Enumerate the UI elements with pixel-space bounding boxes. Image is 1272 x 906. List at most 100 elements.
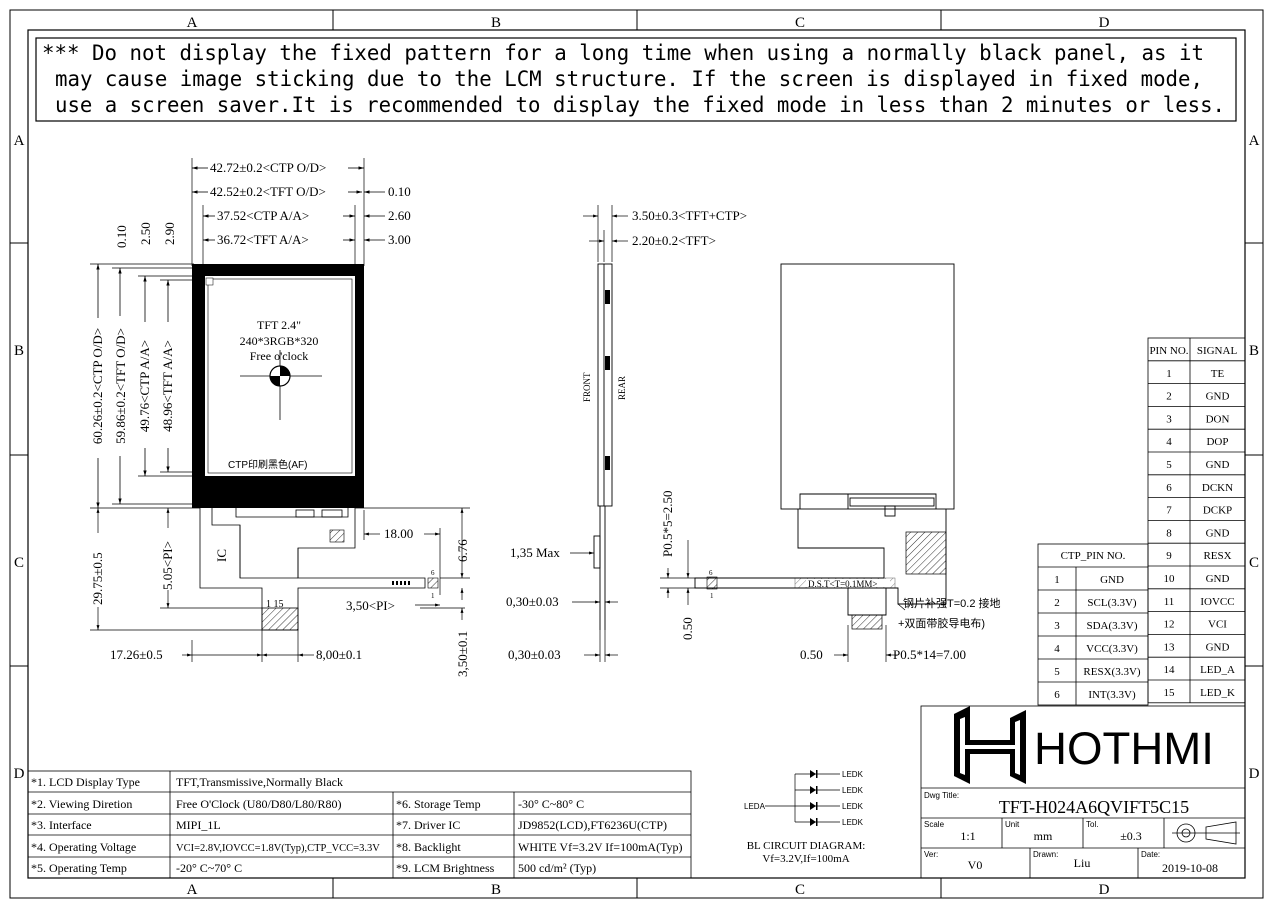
spec-8-label: *8. Backlight bbox=[396, 840, 461, 854]
spec-1-label: *1. LCD Display Type bbox=[31, 775, 140, 789]
ctp-table-signal: VCC(3.3V) bbox=[1086, 643, 1138, 655]
spec-3-label: *3. Interface bbox=[31, 818, 92, 832]
pin-table-no: 14 bbox=[1164, 664, 1176, 676]
pin-table-signal: GND bbox=[1206, 391, 1230, 403]
logo-text: HOTHMI bbox=[1034, 723, 1214, 774]
dim-050-vertical: 0.50 bbox=[680, 617, 695, 640]
front-view: 42.72±0.2<CTP O/D> 42.52±0.2<TFT O/D> 0.… bbox=[90, 158, 470, 677]
dim-ctp-aa-height: 49.76<CTP A/A> bbox=[137, 340, 152, 432]
spec-5-label: *5. Operating Temp bbox=[31, 861, 127, 875]
spec-7-value: JD9852(LCD),FT6236U(CTP) bbox=[518, 818, 667, 832]
rear-pin1-label: 1 bbox=[710, 592, 714, 600]
spec-2-value: Free O'Clock (U80/D80/L80/R80) bbox=[176, 797, 341, 811]
dim-ctp-od-width: 42.72±0.2<CTP O/D> bbox=[210, 160, 326, 175]
pin-table-signal: DOP bbox=[1206, 436, 1228, 448]
notice-line-2: may cause image sticking due to the LCM … bbox=[55, 67, 1203, 91]
fpc-pin-mark: 1 15 bbox=[266, 599, 284, 610]
zone-row-c-right: C bbox=[1249, 555, 1259, 571]
pin-table-signal: DCKP bbox=[1203, 505, 1232, 517]
ctp-table-no: 5 bbox=[1054, 666, 1060, 678]
dim-fpc-finger-width: 8,00±0.1 bbox=[316, 647, 362, 662]
zone-row-a-left: A bbox=[14, 133, 25, 149]
spec-4-label: *4. Operating Voltage bbox=[31, 840, 136, 854]
dim-ctp-aa-width: 37.52<CTP A/A> bbox=[217, 208, 309, 223]
ctp-table-signal: SDA(3.3V) bbox=[1086, 620, 1137, 632]
ctp-table-signal: INT(3.3V) bbox=[1088, 689, 1136, 701]
rear-pin6-label: 6 bbox=[709, 569, 713, 577]
dim-tft-aa-height: 48.96<TFT A/A> bbox=[160, 340, 175, 432]
steel-stiffener bbox=[905, 531, 947, 575]
bl-leda-label: LEDA bbox=[744, 802, 766, 811]
dim-260: 2.60 bbox=[388, 208, 411, 223]
bl-ledk-2: LEDK bbox=[842, 786, 864, 795]
zone-col-c-bottom: C bbox=[795, 882, 805, 898]
panel-viewing-label: Free o'clock bbox=[250, 349, 308, 363]
ctp-table-signal: RESX(3.3V) bbox=[1083, 666, 1140, 678]
dim-fpc-pi-350: 3,50<PI> bbox=[346, 598, 395, 613]
zone-col-b-top: B bbox=[491, 15, 501, 31]
spec-table: *1. LCD Display Type TFT,Transmissive,No… bbox=[27, 770, 692, 879]
spec-7-label: *7. Driver IC bbox=[396, 818, 460, 832]
pin-table-no: 9 bbox=[1166, 550, 1172, 562]
pin-table-signal: GND bbox=[1206, 459, 1230, 471]
pin-table-no: 1 bbox=[1166, 368, 1172, 380]
dim-tft-od-width: 42.52±0.2<TFT O/D> bbox=[210, 184, 326, 199]
notice-line-3: use a screen saver.It is recommended to … bbox=[55, 93, 1225, 117]
dim-pitch-bottom: P0.5*14=7.00 bbox=[893, 647, 966, 662]
unit-value: mm bbox=[1034, 829, 1053, 843]
zone-col-c-top: C bbox=[795, 15, 805, 31]
dst-label: D.S.T<T=0.1MM> bbox=[808, 579, 877, 589]
spec-9-value: 500 cd/m² (Typ) bbox=[518, 861, 596, 875]
panel-size-label: TFT 2.4" bbox=[257, 318, 301, 332]
pin-table-no: 13 bbox=[1164, 641, 1176, 653]
pin-table-no: 8 bbox=[1166, 527, 1172, 539]
fpc-stiffener bbox=[261, 607, 299, 631]
bl-ledk-4: LEDK bbox=[842, 818, 864, 827]
spec-6-value: -30° C~80° C bbox=[518, 797, 584, 811]
spec-9-label: *9. LCM Brightness bbox=[396, 861, 495, 875]
dim-010-top: 0.10 bbox=[388, 184, 411, 199]
zone-col-a-bottom: A bbox=[187, 882, 198, 898]
title-block: HOTHMI Dwg Title: TFT-H024A6QVIFT5C15 Sc… bbox=[920, 705, 1246, 879]
dim-ctp-od-height: 60.26±0.2<CTP O/D> bbox=[90, 328, 105, 444]
spec-1-value: TFT,Transmissive,Normally Black bbox=[176, 775, 343, 789]
bl-caption-1: BL CIRCUIT DIAGRAM: bbox=[747, 840, 866, 852]
pin-table-no: 3 bbox=[1166, 413, 1172, 425]
side-view: 3.50±0.3<TFT+CTP> 2.20±0.2<TFT> FRONT RE… bbox=[506, 205, 747, 662]
pin-table-signal: DCKN bbox=[1202, 482, 1233, 494]
pin-table-no: 11 bbox=[1164, 596, 1175, 608]
dim-050-horizontal: 0.50 bbox=[800, 647, 823, 662]
date-value: 2019-10-08 bbox=[1162, 861, 1218, 875]
zone-col-d-bottom: D bbox=[1099, 882, 1110, 898]
scale-label: Scale bbox=[924, 820, 945, 829]
scale-value: 1:1 bbox=[960, 829, 975, 843]
dim-290-left: 2.90 bbox=[162, 222, 177, 245]
zone-row-d-right: D bbox=[1249, 766, 1260, 782]
zone-labels: A B C D A B C D A B C D A B C D bbox=[14, 15, 1260, 898]
zone-col-a-top: A bbox=[187, 15, 198, 31]
pin-table-signal: RESX bbox=[1203, 550, 1231, 562]
spec-3-value: MIPI_1L bbox=[176, 818, 221, 832]
pin-table-no: 4 bbox=[1166, 436, 1172, 448]
zone-row-b-left: B bbox=[14, 343, 24, 359]
pin-table-no: 10 bbox=[1164, 573, 1176, 585]
pin-table-no: 6 bbox=[1166, 482, 1172, 494]
fpc-pin6-label: 6 bbox=[431, 569, 435, 577]
rear-view: D.S.T<T=0.1MM> 6 1 P0.5*5=2.50 0.50 0.50… bbox=[660, 263, 1001, 662]
spec-2-label: *2. Viewing Diretion bbox=[31, 797, 132, 811]
pin-table-signal: IOVCC bbox=[1200, 596, 1234, 608]
zone-row-a-right: A bbox=[1249, 133, 1260, 149]
spec-6-label: *6. Storage Temp bbox=[396, 797, 481, 811]
bl-ledk-3: LEDK bbox=[842, 802, 864, 811]
pin-table-signal: GND bbox=[1206, 527, 1230, 539]
tape-note: +双面带胶导电布) bbox=[898, 616, 985, 630]
hothmi-logo-icon bbox=[954, 706, 1026, 784]
date-label: Date: bbox=[1141, 850, 1160, 859]
dim-fpc-pi-505: 5.05<PI> bbox=[160, 541, 175, 590]
side-front-label: FRONT bbox=[582, 372, 592, 402]
spec-5-value: -20° C~70° C bbox=[176, 861, 242, 875]
dim-fpc-length: 29.75±0.5 bbox=[90, 552, 105, 605]
ctp-table-no: 4 bbox=[1054, 643, 1060, 655]
